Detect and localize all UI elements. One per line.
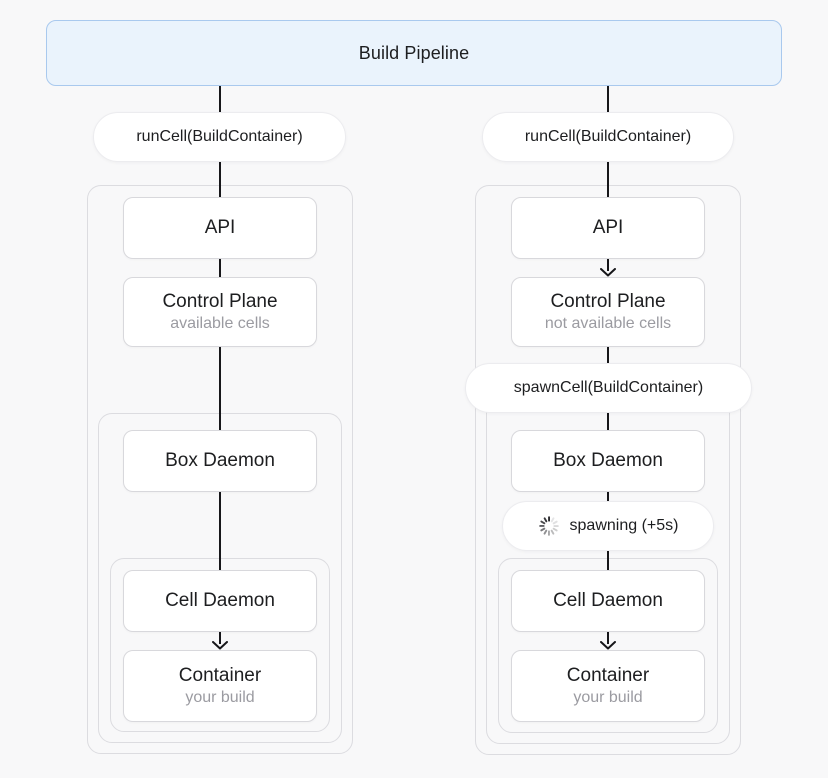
right-box-daemon-node: Box Daemon bbox=[511, 430, 705, 492]
right-spawning-label: spawning (+5s) bbox=[569, 517, 679, 534]
connector-line bbox=[219, 632, 221, 644]
right-runcell-label: runCell(BuildContainer) bbox=[524, 128, 692, 145]
left-container-subtitle: your build bbox=[185, 689, 255, 707]
right-spawncell-pill: spawnCell(BuildContainer) bbox=[465, 363, 752, 413]
pipeline-title: Build Pipeline bbox=[358, 42, 470, 63]
left-control-plane-title: Control Plane bbox=[162, 291, 278, 313]
right-api-title: API bbox=[592, 217, 624, 239]
connector-line bbox=[607, 347, 609, 364]
connector-line bbox=[607, 551, 609, 570]
left-api-title: API bbox=[204, 217, 236, 239]
right-control-plane-title: Control Plane bbox=[550, 291, 666, 313]
connector-line bbox=[219, 492, 221, 570]
connector-line bbox=[219, 162, 221, 198]
connector-line bbox=[607, 259, 609, 271]
arrow-down-icon bbox=[599, 268, 617, 277]
right-control-plane-subtitle: not available cells bbox=[544, 315, 672, 333]
arrow-down-icon bbox=[599, 641, 617, 650]
left-cell-daemon-node: Cell Daemon bbox=[123, 570, 317, 632]
loading-spinner-icon bbox=[538, 515, 560, 537]
left-api-node: API bbox=[123, 197, 317, 259]
right-api-node: API bbox=[511, 197, 705, 259]
connector-line bbox=[219, 86, 221, 112]
left-box-daemon-title: Box Daemon bbox=[165, 450, 275, 472]
left-box-daemon-node: Box Daemon bbox=[123, 430, 317, 492]
left-cell-daemon-title: Cell Daemon bbox=[165, 590, 275, 612]
right-container-subtitle: your build bbox=[573, 689, 643, 707]
left-runcell-label: runCell(BuildContainer) bbox=[136, 128, 303, 145]
right-container-node: Container your build bbox=[511, 650, 705, 722]
right-spawncell-label: spawnCell(BuildContainer) bbox=[513, 379, 704, 396]
pipeline-header: Build Pipeline bbox=[46, 20, 782, 86]
left-container-title: Container bbox=[178, 665, 262, 687]
arrow-down-icon bbox=[211, 641, 229, 650]
connector-line bbox=[607, 162, 609, 198]
left-control-plane-node: Control Plane available cells bbox=[123, 277, 317, 347]
connector-line bbox=[607, 86, 609, 112]
connector-line bbox=[219, 259, 221, 277]
right-runcell-pill: runCell(BuildContainer) bbox=[482, 112, 734, 162]
right-box-daemon-title: Box Daemon bbox=[553, 450, 663, 472]
right-cell-daemon-title: Cell Daemon bbox=[553, 590, 663, 612]
connector-line bbox=[607, 413, 609, 430]
connector-line bbox=[607, 632, 609, 644]
right-container-title: Container bbox=[566, 665, 650, 687]
connector-line bbox=[607, 492, 609, 502]
left-control-plane-subtitle: available cells bbox=[170, 315, 270, 333]
right-spawning-pill: spawning (+5s) bbox=[502, 501, 714, 551]
left-runcell-pill: runCell(BuildContainer) bbox=[93, 112, 346, 162]
left-container-node: Container your build bbox=[123, 650, 317, 722]
right-control-plane-node: Control Plane not available cells bbox=[511, 277, 705, 347]
right-cell-daemon-node: Cell Daemon bbox=[511, 570, 705, 632]
connector-line bbox=[219, 347, 221, 430]
